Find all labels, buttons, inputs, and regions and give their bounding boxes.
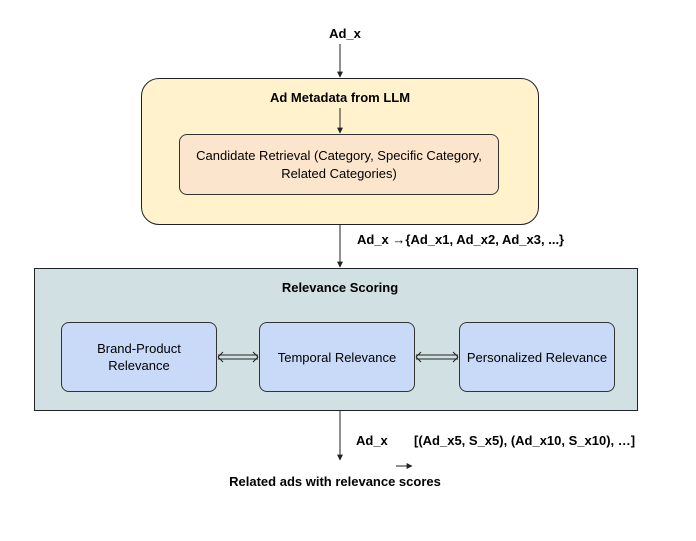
- temporal-relevance-label: Temporal Relevance: [277, 349, 397, 365]
- temporal-relevance-node: Temporal Relevance: [259, 322, 415, 392]
- relevance-scoring-title: Relevance Scoring: [281, 280, 399, 295]
- bidirectional-arrow-brand-temporal: [217, 351, 259, 363]
- input-ad-label: Ad_x: [329, 26, 361, 41]
- brand-product-relevance-label: Brand-Product Relevance: [97, 341, 181, 373]
- personalized-relevance-label: Personalized Relevance: [466, 349, 608, 365]
- candidate-retrieval-node: Candidate Retrieval (Category, Specific …: [179, 134, 499, 195]
- metadata-title: Ad Metadata from LLM: [269, 90, 411, 105]
- candidate-retrieval-label: Candidate Retrieval (Category, Specific …: [196, 147, 482, 181]
- bidirectional-arrow-temporal-personalized: [415, 351, 459, 363]
- personalized-relevance-node: Personalized Relevance: [459, 322, 615, 392]
- brand-product-relevance-node: Brand-Product Relevance: [61, 322, 217, 392]
- output-ad-label: Ad_x: [356, 433, 388, 448]
- result-label: Related ads with relevance scores: [229, 474, 441, 489]
- candidates-label: Ad_x →{Ad_x1, Ad_x2, Ad_x3, ...}: [357, 232, 565, 247]
- output-scored-list: [(Ad_x5, S_x5), (Ad_x10, S_x10), …]: [414, 433, 636, 448]
